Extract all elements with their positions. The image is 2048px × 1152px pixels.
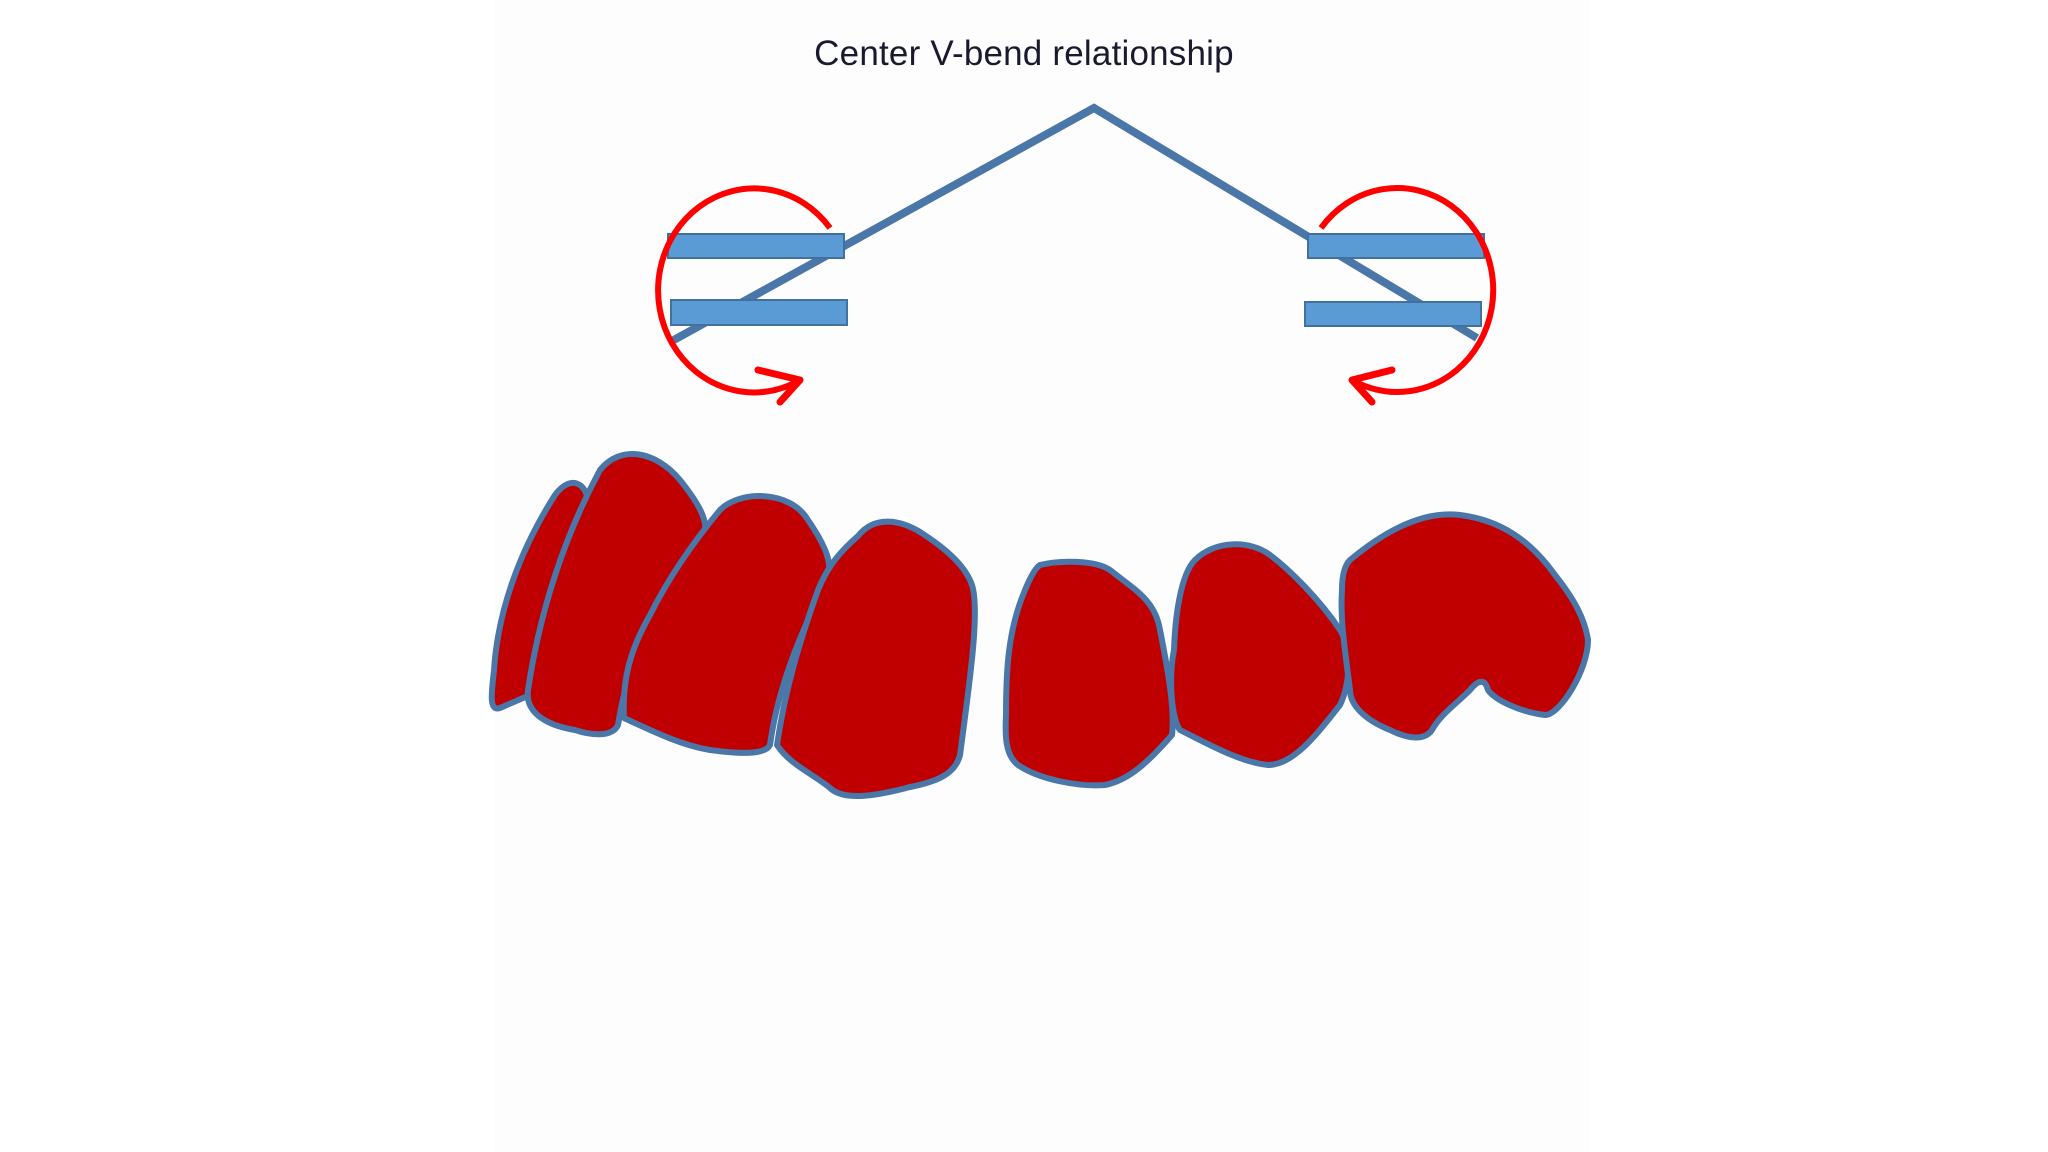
right-bracket-pair <box>1304 233 1485 327</box>
tooth-5 <box>1002 558 1176 789</box>
tooth-7 <box>1338 511 1591 741</box>
left-rotation-arrow <box>655 185 833 406</box>
tooth-4 <box>774 518 978 799</box>
teeth <box>488 451 1591 799</box>
left-bracket-lower <box>670 299 848 326</box>
tooth-6 <box>1168 541 1352 768</box>
left-bracket-pair <box>667 233 848 326</box>
tooth-3 <box>620 493 833 756</box>
slide-title: Center V-bend relationship <box>814 34 1234 73</box>
right-bracket-lower <box>1304 301 1482 327</box>
v-bend-wire <box>670 103 1480 345</box>
right-rotation-arrow <box>1318 185 1497 406</box>
tooth-2 <box>524 451 709 738</box>
right-bracket-upper <box>1307 233 1485 259</box>
left-bracket-upper <box>667 233 845 259</box>
